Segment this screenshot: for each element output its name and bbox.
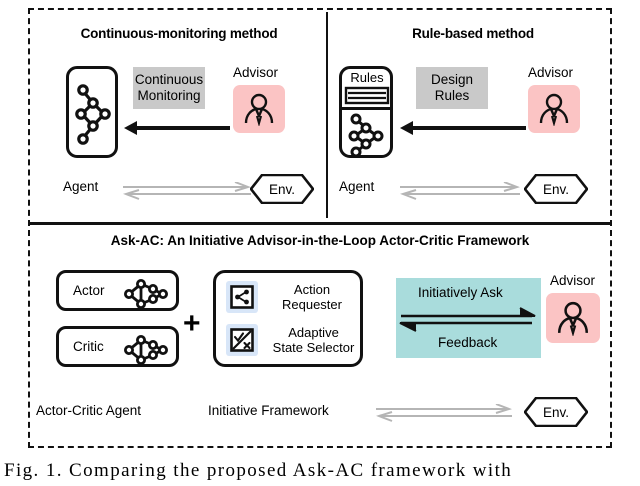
chip-line-1: Continuous bbox=[134, 72, 204, 87]
framework-title: Ask-AC: An Initiative Advisor-in-the-Loo… bbox=[110, 233, 530, 248]
right-panel-title: Rule-based method bbox=[412, 26, 534, 41]
bottom-env-label: Env. bbox=[542, 404, 569, 420]
figure-caption: Fig. 1. Comparing the proposed Ask-AC fr… bbox=[4, 460, 513, 481]
left-panel-title: Continuous-monitoring method bbox=[80, 26, 278, 41]
plus-sign: + bbox=[183, 307, 201, 340]
left-env-label: Env. bbox=[268, 181, 295, 197]
left-advisor-to-agent-arrow bbox=[124, 121, 230, 135]
initiative-framework-box: Action Requester Adaptive State Select bbox=[213, 270, 363, 367]
panel-divider-vertical bbox=[326, 12, 328, 218]
actor-critic-agent-label: Actor-Critic Agent bbox=[36, 403, 142, 418]
bottom-advisor-chip bbox=[546, 293, 600, 343]
right-env-label: Env. bbox=[542, 181, 569, 197]
bottom-section: Ask-AC: An Initiative Advisor-in-the-Loo… bbox=[28, 225, 612, 448]
framework-row-0-line1: Action bbox=[293, 282, 331, 297]
right-rules-box: Rules bbox=[339, 66, 393, 158]
critic-box: Critic bbox=[56, 326, 179, 367]
framework-row-1-line2: State Selector bbox=[272, 340, 355, 355]
framework-row-action-requester: Action Requester bbox=[226, 281, 356, 313]
advisor-person-icon bbox=[539, 93, 569, 126]
top-section: Continuous-monitoring method Cont bbox=[28, 8, 612, 222]
initiative-framework-label: Initiative Framework bbox=[208, 403, 329, 418]
chip-line-2: Monitoring bbox=[137, 88, 201, 103]
graph-network-icon bbox=[124, 335, 168, 365]
section-divider-horizontal bbox=[28, 222, 612, 225]
bottom-agent-env-arrows bbox=[376, 404, 512, 424]
right-advisor-to-agent-arrow bbox=[400, 121, 526, 135]
right-agent-env-arrows bbox=[400, 182, 520, 202]
right-env-hexagon: Env. bbox=[523, 173, 589, 205]
advisor-person-icon bbox=[557, 301, 589, 336]
left-advisor-label: Advisor bbox=[233, 65, 279, 80]
actor-box: Actor bbox=[56, 270, 179, 311]
design-rules-chip: Design Rules bbox=[416, 67, 488, 109]
chip-line-1: Design bbox=[430, 72, 474, 87]
share-network-icon bbox=[226, 281, 258, 313]
bottom-env-hexagon: Env. bbox=[523, 396, 589, 428]
ask-feedback-arrows bbox=[399, 307, 536, 332]
graph-network-icon bbox=[348, 113, 384, 157]
bottom-advisor-label: Advisor bbox=[550, 273, 596, 288]
right-advisor-label: Advisor bbox=[528, 65, 574, 80]
framework-row-0-line2: Requester bbox=[282, 297, 342, 312]
rules-label: Rules bbox=[350, 70, 384, 85]
framework-row-1-line1: Adaptive bbox=[288, 325, 339, 340]
check-cross-selector-icon bbox=[226, 324, 258, 356]
right-agent-label: Agent bbox=[339, 179, 375, 194]
teal-interaction-box: Initiatively Ask Feedback bbox=[396, 278, 541, 358]
actor-label: Actor bbox=[73, 283, 105, 298]
right-advisor-chip bbox=[528, 85, 580, 133]
initiatively-ask-label: Initiatively Ask bbox=[418, 285, 503, 300]
left-advisor-chip bbox=[233, 85, 285, 133]
graph-network-icon bbox=[124, 279, 168, 309]
critic-label: Critic bbox=[73, 339, 104, 354]
chip-line-2: Rules bbox=[434, 88, 470, 103]
graph-network-icon bbox=[75, 84, 111, 145]
left-env-hexagon: Env. bbox=[249, 173, 315, 205]
rules-lines-icon bbox=[344, 86, 390, 105]
feedback-label: Feedback bbox=[438, 335, 498, 350]
left-agent-label: Agent bbox=[63, 179, 99, 194]
left-agent-env-arrows bbox=[123, 182, 251, 202]
left-agent-box bbox=[66, 66, 118, 158]
figure-dashed-frame bbox=[28, 8, 612, 448]
advisor-person-icon bbox=[244, 93, 274, 126]
framework-row-state-selector: Adaptive State Selector bbox=[226, 324, 359, 356]
continuous-monitoring-chip: Continuous Monitoring bbox=[133, 67, 205, 109]
rules-box-divider bbox=[342, 107, 390, 110]
